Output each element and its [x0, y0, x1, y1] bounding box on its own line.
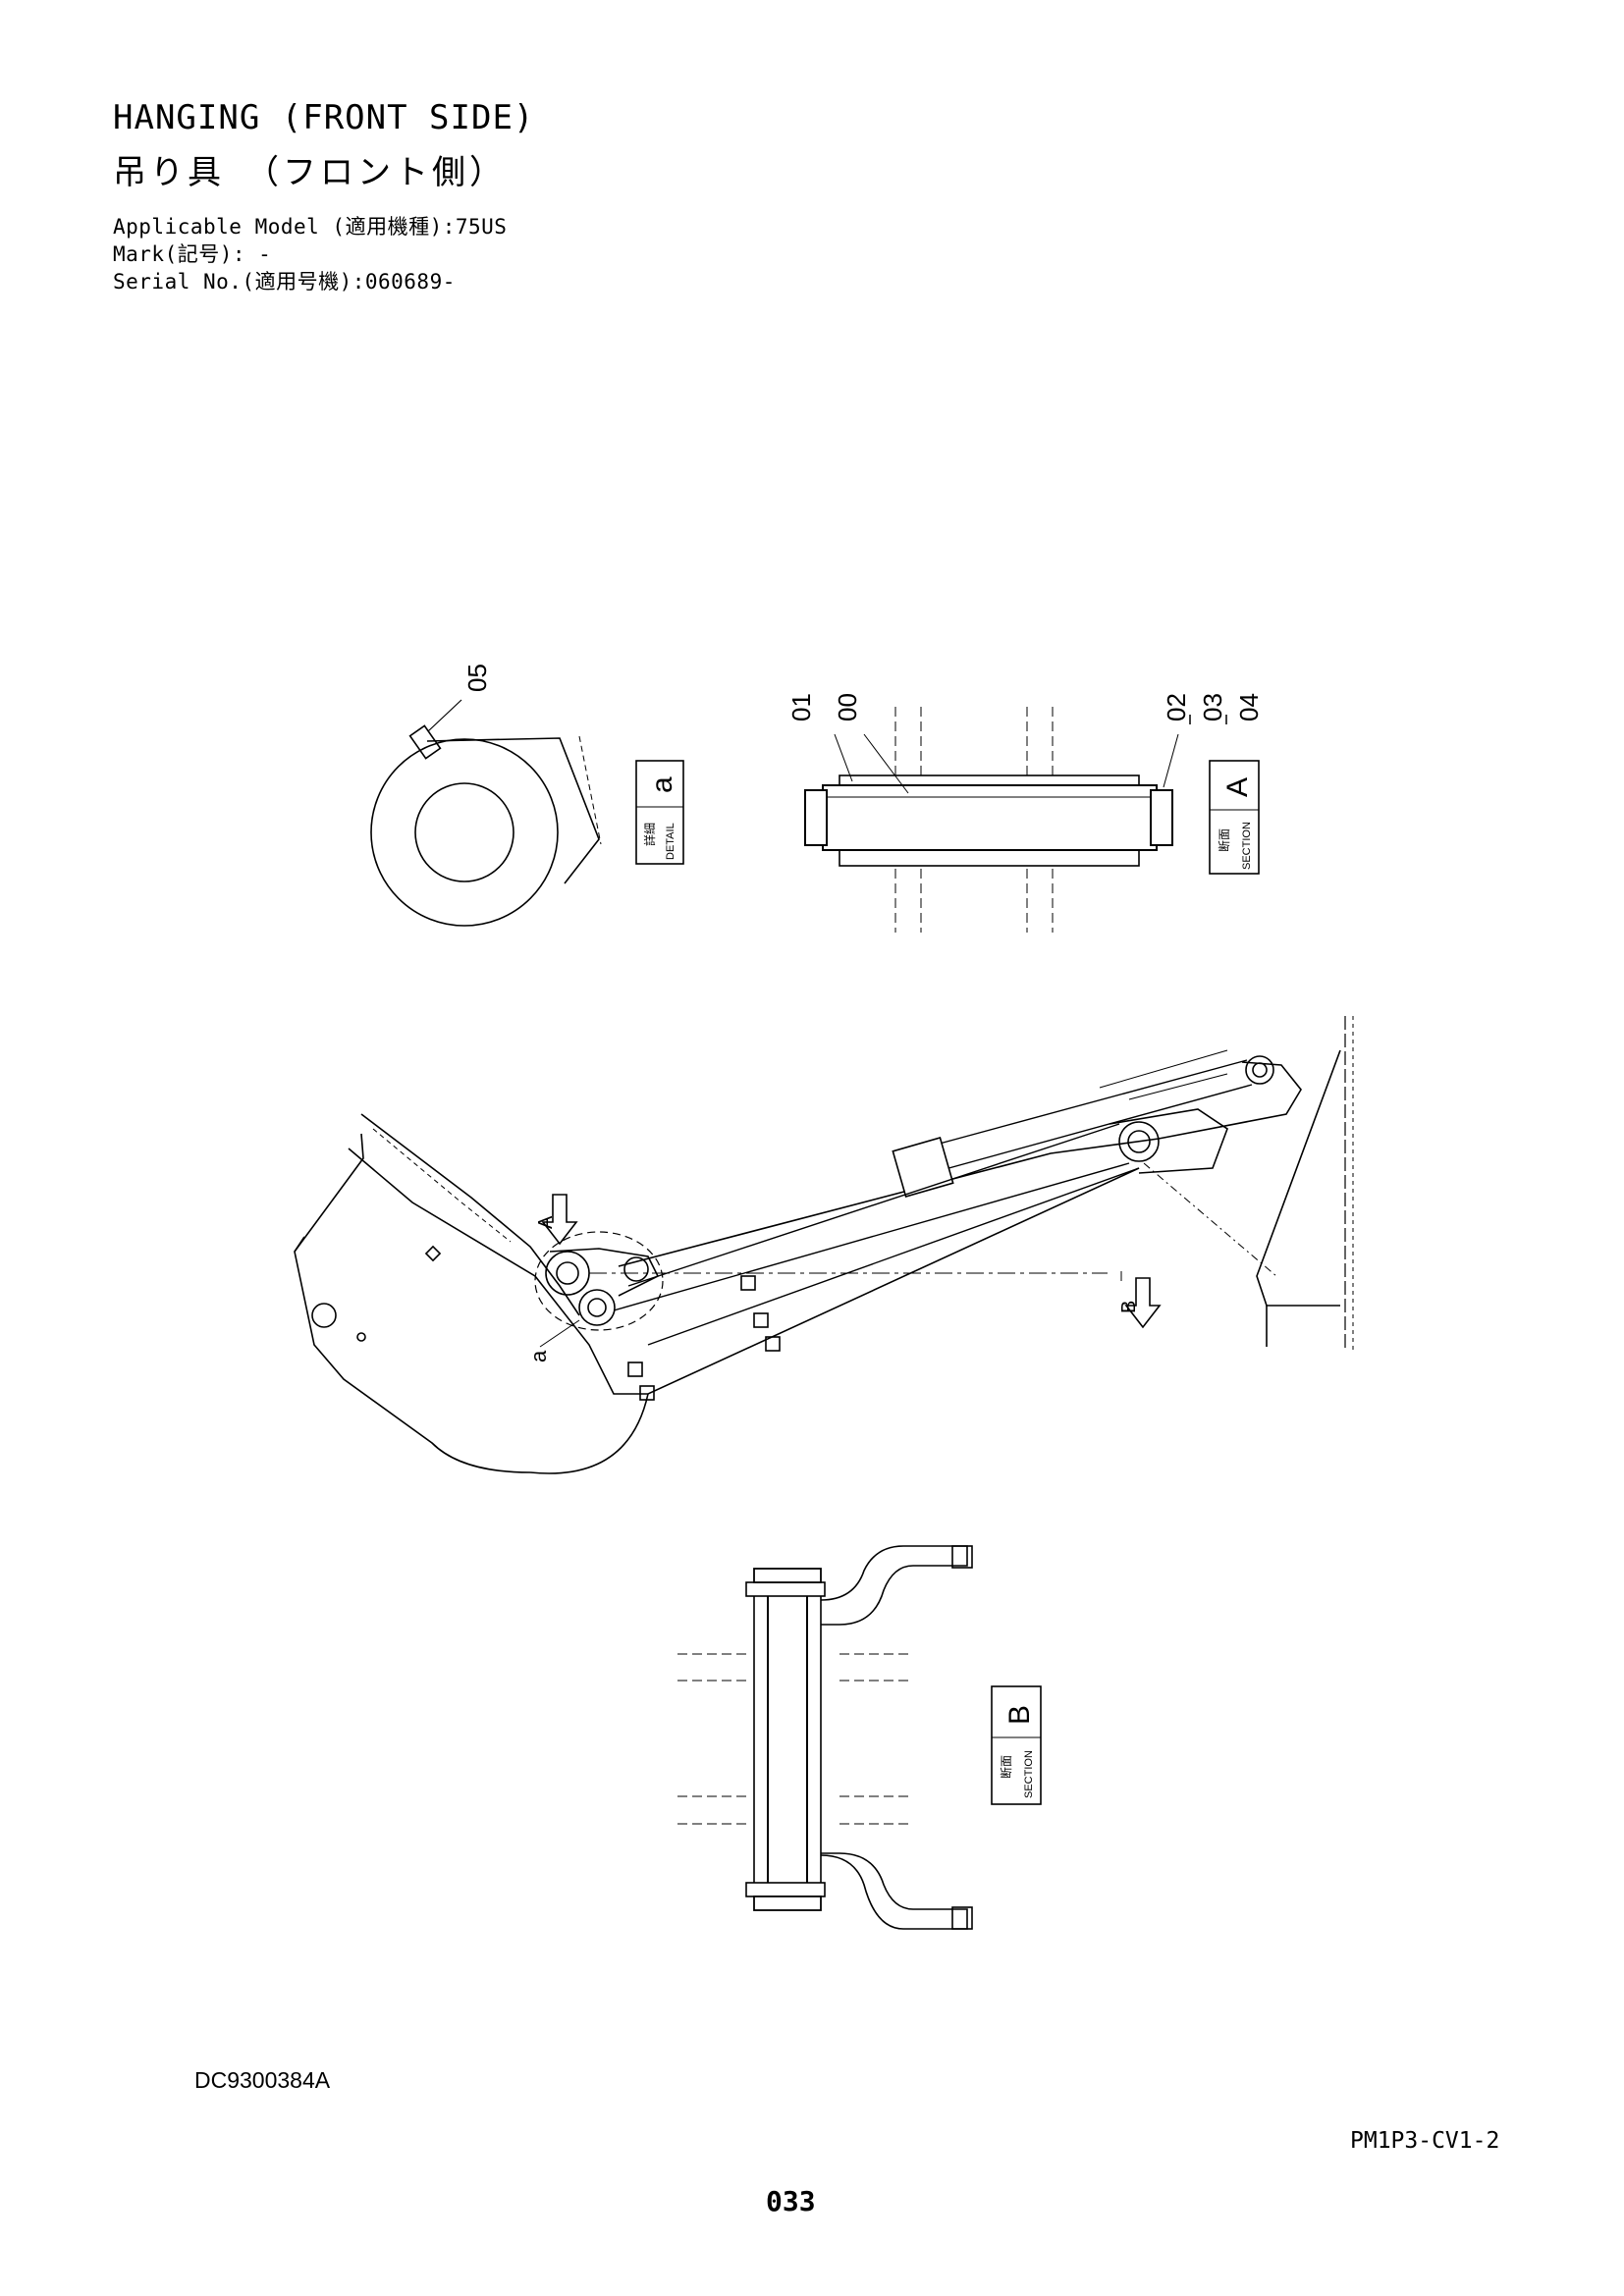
detail-a-view — [370, 699, 602, 927]
section-b-en: SECTION — [1023, 1750, 1035, 1798]
detail-a-label — [635, 760, 684, 865]
title-japanese: 吊り具 （フロント側） — [113, 153, 507, 192]
applicable-model: Applicable Model (適用機種):75US — [113, 215, 508, 239]
section-a-en: SECTION — [1241, 822, 1253, 870]
section-arrow-b: B — [1118, 1301, 1140, 1313]
callout-01: 01 — [786, 693, 816, 721]
detail-en-label: DETAIL — [665, 823, 677, 860]
page-number: 033 — [766, 2185, 816, 2217]
grease-nipple-05 — [408, 699, 462, 760]
detail-a-letter: a — [646, 776, 678, 793]
section-b-jp: 断面 — [999, 1755, 1013, 1779]
section-b-label — [991, 1685, 1042, 1805]
callout-05: 05 — [462, 664, 492, 692]
front-boom-assembly — [294, 1016, 1354, 1474]
detail-callout-a: a — [526, 1350, 551, 1362]
section-b-view — [677, 1545, 973, 1930]
section-arrow-a: A — [535, 1215, 557, 1229]
callout-04: 04 — [1234, 693, 1264, 721]
serial-number: Serial No.(適用号機):060689- — [113, 270, 456, 294]
section-b-letter: B — [1003, 1705, 1036, 1725]
reference-code: PM1P3-CV1-2 — [1350, 2128, 1500, 2154]
detail-jp-label: 詳細 — [642, 823, 657, 846]
section-a-view — [804, 707, 1179, 933]
section-a-jp: 断面 — [1217, 828, 1231, 852]
callout-03: 03 — [1198, 693, 1227, 721]
section-a-label — [1209, 760, 1260, 875]
section-a-letter: A — [1221, 777, 1254, 797]
callout-02: 02 — [1162, 693, 1191, 721]
title-english: HANGING (FRONT SIDE) — [113, 98, 535, 137]
drawing-code: DC9300384A — [194, 2067, 331, 2093]
mark-line: Mark(記号): - — [113, 242, 272, 266]
callout-00: 00 — [833, 693, 862, 721]
